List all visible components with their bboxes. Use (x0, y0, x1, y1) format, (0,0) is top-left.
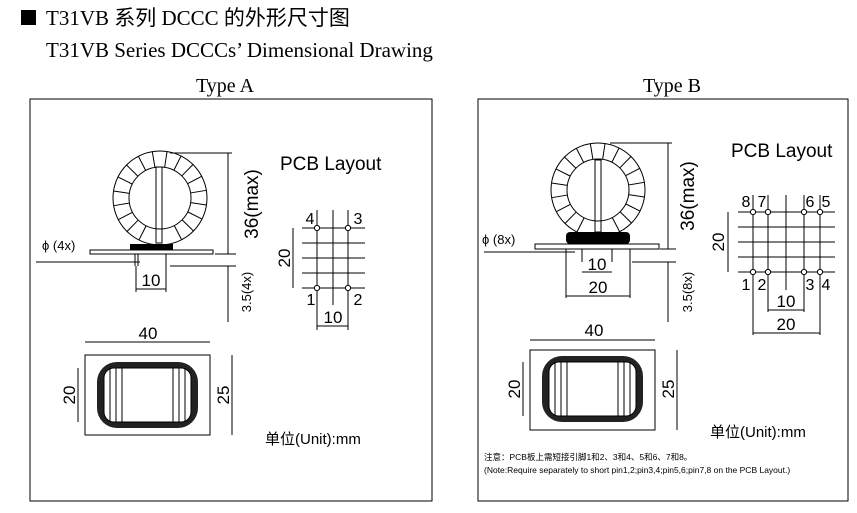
type-a-bottom-height-dim: 25 (214, 386, 233, 405)
winding-line (190, 202, 207, 206)
winding-line (126, 219, 139, 232)
pin-label: 8 (742, 194, 751, 211)
winding-line (113, 190, 130, 194)
type-a-pin-spacing: 10 (142, 271, 161, 290)
type-a-pin-length-dim: 3.5(4x) (239, 272, 254, 312)
winding-line (619, 211, 632, 224)
type-b-layout-width-dim: 20 (777, 315, 796, 334)
winding-line (113, 202, 130, 207)
winding-line (181, 164, 194, 177)
pin-label: 4 (306, 211, 315, 228)
type-a-height-dim: 36(max) (242, 169, 263, 239)
type-a-side-view: ϕ (4x) 10 36(max) 3.5(4x) (36, 150, 263, 322)
pin-label: 7 (758, 194, 767, 211)
winding-line (173, 225, 183, 240)
type-b-pin-diameter: ϕ (8x) (482, 232, 515, 247)
pin-label: 5 (822, 194, 831, 211)
type-b-bottom-height-dim: 25 (659, 380, 678, 399)
pin-label: 2 (354, 292, 363, 309)
winding-line (190, 189, 207, 194)
winding-line (628, 181, 645, 186)
type-b-unit-label: 单位(Unit):mm (710, 424, 806, 441)
pin-label: 4 (822, 277, 831, 294)
winding-line (164, 151, 168, 168)
type-a-layout-height-dim: 20 (275, 249, 294, 268)
title-bullet-icon (21, 10, 36, 25)
winding-line (619, 156, 632, 169)
pin-label: 1 (742, 277, 751, 294)
winding-line (187, 175, 202, 185)
title-en: T31VB Series DCCCs’ Dimensional Drawing (46, 38, 433, 62)
type-b-pcb-layout: PCB Layout 8 7 6 5 1 2 3 (709, 141, 835, 335)
type-a-layout-width-dim: 10 (324, 308, 343, 327)
type-b-label: Type B (643, 75, 701, 97)
winding-line (625, 167, 640, 177)
winding-line (564, 156, 577, 169)
winding-line (564, 211, 577, 224)
winding-line (575, 148, 585, 163)
type-a-pin-diameter: ϕ (4x) (42, 238, 75, 253)
winding-line (611, 217, 621, 232)
winding-line (181, 219, 194, 232)
type-b-panel: ϕ (8x) 10 20 36(max) 3.5(8x) PCB Layout (477, 98, 849, 502)
pin-label: 6 (806, 194, 815, 211)
type-a-panel: ϕ (4x) 10 36(max) 3.5(4x) PCB Layout (29, 98, 433, 502)
winding-line (551, 182, 568, 186)
note-cn: 注意：PCB板上需短接引脚1和2、3和4、5和6、7和8。 (484, 452, 692, 462)
type-b-bottom-width-dim: 40 (585, 321, 604, 340)
winding-line (625, 203, 641, 212)
type-b-layout-inner-dim: 10 (777, 292, 796, 311)
winding-line (173, 155, 182, 171)
type-a-bottom-depth-dim: 20 (60, 386, 79, 405)
type-a-pcb-layout: PCB Layout 4 3 1 2 20 10 (275, 154, 382, 330)
type-a-label: Type A (196, 75, 255, 97)
type-b-pin-spacing: 10 (588, 255, 607, 274)
winding-line (628, 194, 645, 198)
type-a-unit-label: 单位(Unit):mm (265, 431, 361, 448)
pin-label: 1 (307, 292, 316, 309)
winding-line (556, 203, 571, 213)
type-a-bottom-width-dim: 40 (139, 324, 158, 343)
winding-line (117, 176, 133, 185)
winding-line (126, 164, 139, 177)
winding-line (151, 151, 156, 168)
pin-label: 2 (758, 277, 767, 294)
winding-line (137, 156, 147, 171)
type-b-pcb-layout-label: PCB Layout (731, 141, 833, 162)
winding-line (118, 211, 133, 221)
winding-line (555, 168, 571, 177)
type-b-bottom-view: 40 20 25 (505, 321, 678, 431)
title-cn: T31VB 系列 DCCC 的外形尺寸图 (46, 6, 350, 30)
pin-label: 3 (354, 211, 363, 228)
pin-label: 3 (806, 277, 815, 294)
winding-line (611, 147, 620, 163)
type-b-pin-span: 20 (589, 278, 608, 297)
type-b-bottom-depth-dim: 20 (505, 380, 524, 399)
type-a-bottom-view: 40 20 25 (60, 324, 233, 436)
winding-line (576, 217, 585, 233)
note-en: (Note:Require separately to short pin1,2… (484, 465, 790, 475)
winding-line (187, 211, 203, 220)
type-b-height-dim: 36(max) (678, 161, 699, 231)
winding-line (551, 194, 568, 199)
winding-line (138, 225, 147, 241)
winding-line (602, 143, 606, 160)
winding-line (589, 143, 594, 160)
type-b-pin-length-dim: 3.5(8x) (680, 272, 695, 312)
type-b-layout-height-dim: 20 (709, 233, 728, 252)
type-a-pcb-layout-label: PCB Layout (280, 154, 382, 175)
type-b-side-view: ϕ (8x) 10 20 36(max) 3.5(8x) (482, 142, 699, 322)
